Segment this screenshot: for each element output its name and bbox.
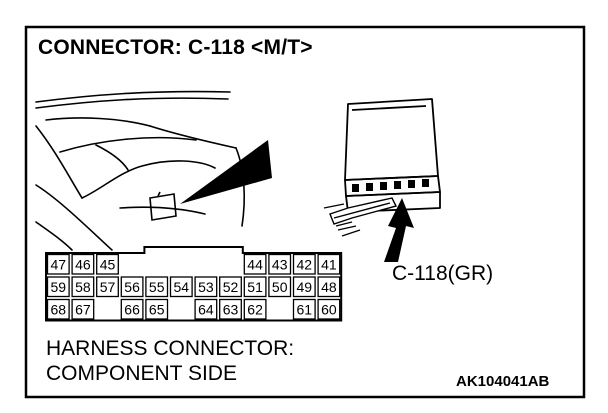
connector-pin-cell	[317, 253, 341, 275]
connector-pin-label: 55	[149, 279, 165, 295]
connector-pin-cell	[292, 253, 316, 275]
connector-pin-cell	[145, 276, 169, 298]
connector-pin-cell	[96, 253, 119, 275]
diagram-border	[24, 25, 586, 399]
connector-pin-label: 59	[51, 279, 67, 295]
connector-pin-label: 64	[198, 301, 214, 317]
connector-pin-label: 51	[247, 279, 263, 295]
connector-pin-label: 46	[75, 256, 91, 272]
connector-pin-label: 47	[51, 256, 67, 272]
connector-pin-label: 67	[75, 301, 91, 317]
harness-connector-face: 47 46 45 44 43 42 41 59 58 57 56 55 54 53 52 51 50 49 48 68…	[45, 246, 343, 322]
connector-pin-label: 63	[223, 301, 239, 317]
connector-pin-label: 65	[149, 301, 165, 317]
connector-pin-label: 41	[321, 256, 337, 272]
connector-pin-cell	[71, 253, 95, 275]
connector-pin-label: 68	[51, 301, 67, 317]
connector-pin-cell	[120, 276, 144, 298]
connector-pin-label: 53	[198, 279, 214, 295]
connector-label: C-118(GR)	[392, 262, 494, 285]
pointer-arrow	[384, 198, 414, 262]
connector-pin-label: 52	[223, 279, 239, 295]
connector-pin-cell	[71, 276, 95, 298]
connector-pin-cell	[317, 276, 341, 298]
connector-pin-label: 50	[272, 279, 288, 295]
ecu-unit	[344, 98, 441, 213]
component-box	[149, 191, 177, 221]
connector-pin-label: 45	[100, 256, 116, 272]
connector-pin-label: 43	[272, 256, 288, 272]
connector-pin-cell	[243, 298, 267, 320]
ecu-connector-pins	[352, 179, 429, 192]
connector-pin-label: 56	[124, 279, 140, 295]
connector-pin-cell	[243, 253, 267, 275]
connector-pin-cell	[46, 298, 70, 320]
connector-pin-cell	[46, 276, 70, 298]
connector-pin-label: 60	[321, 301, 337, 317]
connector-pin-cell	[145, 298, 169, 320]
leader-wedge	[180, 140, 272, 204]
connector-pin-cell	[243, 276, 267, 298]
harness-caption-line1: HARNESS CONNECTOR:	[46, 337, 295, 360]
diagram-title: CONNECTOR: C-118 <M/T>	[38, 36, 313, 59]
harness-caption-line2: COMPONENT SIDE	[46, 362, 237, 385]
connector-pin-label: 66	[124, 301, 140, 317]
connector-pin-label: 49	[297, 279, 313, 295]
connector-outline	[45, 246, 343, 322]
connector-pin-cell	[96, 276, 119, 298]
connector-pin-cell	[268, 253, 292, 275]
connector-pin-cell	[71, 298, 95, 320]
connector-pin-cell	[292, 276, 316, 298]
connector-pin-cell	[120, 298, 144, 320]
figure-id: AK104041AB	[456, 373, 550, 390]
connector-pin-label: 48	[321, 279, 337, 295]
connector-pin-label: 61	[297, 301, 313, 317]
dashboard-drawing	[35, 90, 246, 251]
connector-pin-label: 57	[100, 279, 116, 295]
connector-pin-cell	[46, 253, 70, 275]
connector-pin-cell	[219, 298, 242, 320]
connector-pin-cell	[194, 276, 218, 298]
connector-pin-label: 62	[247, 301, 263, 317]
connector-pin-label: 58	[75, 279, 91, 295]
connector-pin-cell	[169, 276, 193, 298]
connector-pin-cell	[268, 276, 292, 298]
connector-pin-label: 44	[247, 256, 263, 272]
connector-pin-label: 54	[174, 279, 190, 295]
connector-pin-cell	[219, 276, 242, 298]
connector-pin-cell	[317, 298, 341, 320]
connector-pin-cell	[194, 298, 218, 320]
wire-harness	[323, 197, 398, 237]
connector-pin-label: 42	[297, 256, 313, 272]
connector-pin-cell	[292, 298, 316, 320]
